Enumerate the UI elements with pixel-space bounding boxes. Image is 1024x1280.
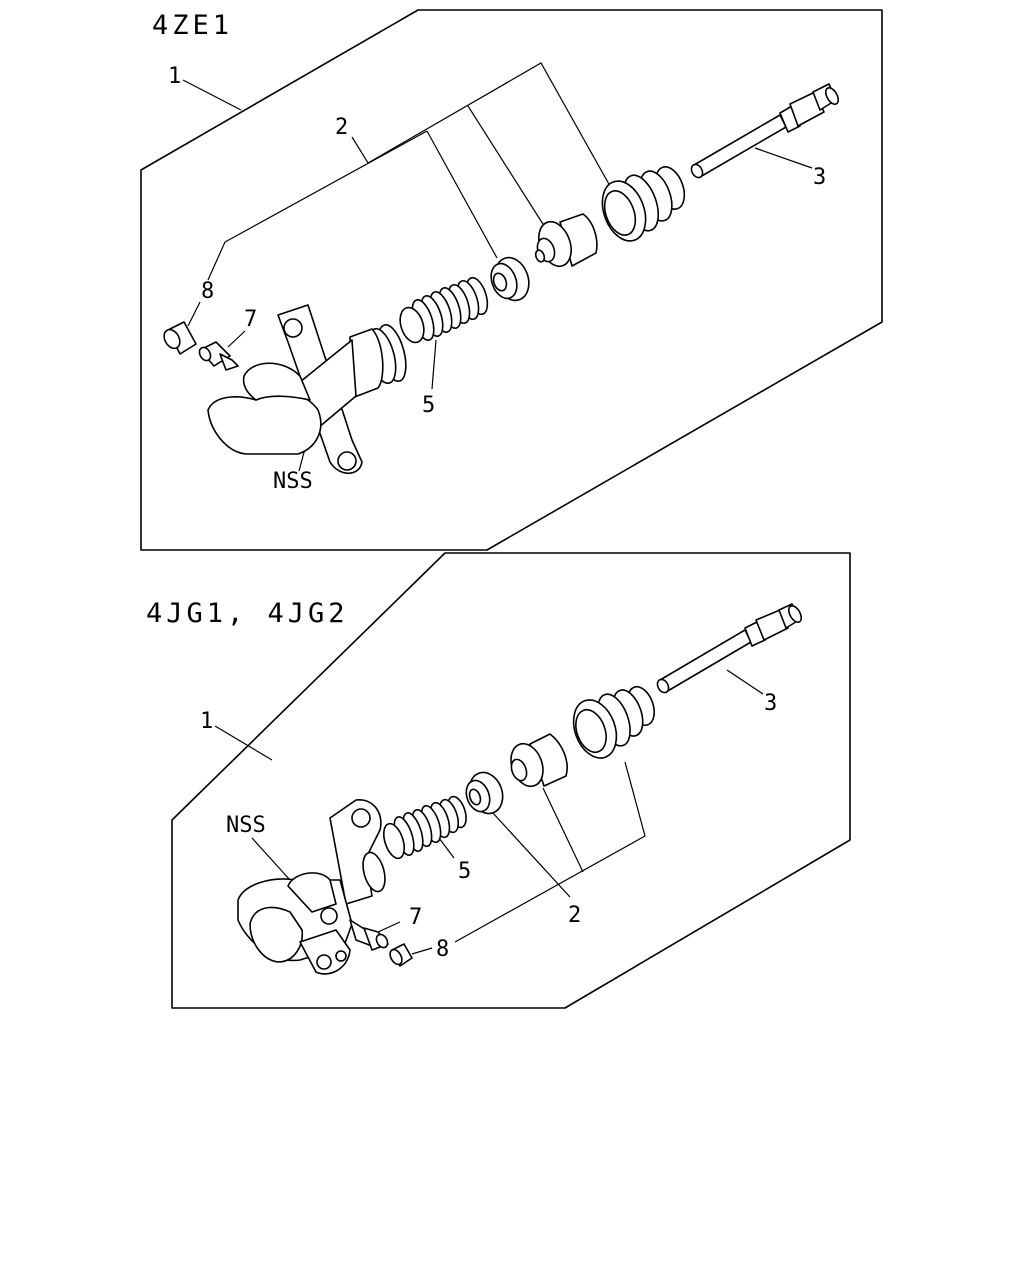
top-bleeder-screw-part-7 — [198, 341, 239, 371]
top-leader-5 — [431, 339, 437, 390]
bottom-cup-seal — [465, 771, 504, 815]
bottom-cap-part-8 — [389, 943, 413, 967]
bottom-piston — [510, 733, 568, 788]
top-cap-part-8 — [163, 321, 197, 355]
bottom-leader-8 — [411, 947, 433, 955]
bottom-leader-1 — [214, 725, 273, 761]
top-callout-3: 3 — [813, 165, 826, 190]
bottom-boot — [572, 685, 655, 759]
bottom-leader-nss — [251, 837, 291, 881]
top-leader-3 — [754, 147, 813, 169]
bottom-leader-8-to-boot — [454, 761, 646, 943]
top-cylinder-body — [207, 304, 407, 475]
top-assembly-4ze1: 4ZE1 — [140, 9, 883, 551]
top-leader-8 — [187, 301, 201, 327]
top-boot — [601, 166, 686, 242]
top-callout-2: 2 — [335, 115, 348, 140]
top-assembly-frame — [140, 9, 883, 551]
top-callout-5: 5 — [422, 393, 435, 418]
bottom-leader-2-a — [491, 811, 571, 898]
bottom-callout-nss: NSS — [226, 813, 266, 838]
bottom-callout-2: 2 — [568, 903, 581, 928]
top-spring-part-5 — [399, 276, 489, 344]
top-leader-2-to-8 — [207, 130, 428, 281]
top-callout-8: 8 — [201, 279, 214, 304]
top-leader-2-main — [351, 62, 611, 187]
top-leader-2-branch-a — [467, 105, 549, 233]
bottom-callout-8: 8 — [436, 937, 449, 962]
top-push-rod-part-3 — [690, 83, 840, 179]
bottom-push-rod-part-3 — [656, 603, 803, 694]
top-leader-2-branch-b — [426, 130, 498, 259]
bottom-cylinder-body — [237, 799, 386, 975]
bottom-callout-3: 3 — [764, 691, 777, 716]
bottom-callout-5: 5 — [458, 859, 471, 884]
top-leader-7 — [227, 330, 246, 348]
bottom-leader-3 — [726, 669, 764, 695]
bottom-callout-1: 1 — [200, 709, 213, 734]
top-leader-1 — [182, 79, 242, 111]
top-piston — [534, 213, 598, 268]
top-callout-nss: NSS — [273, 469, 313, 494]
top-model-title: 4ZE1 — [152, 10, 233, 41]
top-cup-seal — [490, 256, 530, 302]
bottom-leader-7 — [377, 921, 401, 933]
bottom-callout-7: 7 — [409, 905, 422, 930]
top-callout-7: 7 — [244, 307, 257, 332]
bottom-assembly-frame — [171, 552, 851, 1009]
bottom-assembly-4jg1-4jg2: 4JG1, 4JG2 — [146, 552, 851, 1009]
bottom-model-title: 4JG1, 4JG2 — [146, 598, 349, 629]
bottom-spring-part-5 — [382, 795, 467, 860]
bottom-bleeder-screw-part-7 — [349, 919, 389, 951]
top-callout-1: 1 — [168, 64, 181, 89]
bottom-leader-2-b — [542, 787, 584, 873]
